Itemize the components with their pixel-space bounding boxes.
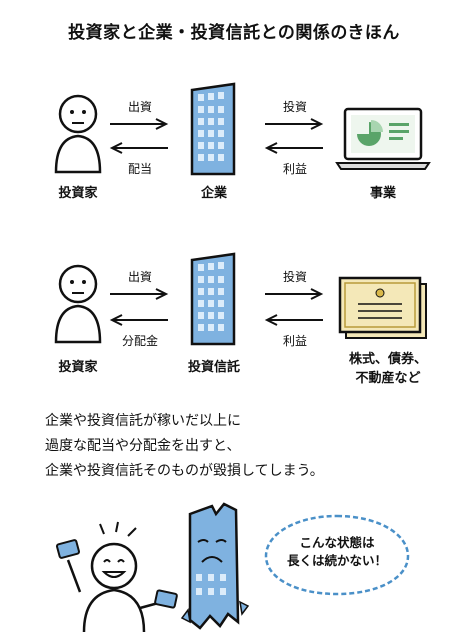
assets-label-line2: 不動産など bbox=[355, 371, 421, 386]
investor-person-icon bbox=[54, 94, 102, 174]
assets-label-line1: 株式、債券、 bbox=[348, 352, 427, 367]
laptop-chart-icon bbox=[335, 107, 431, 170]
arrow-left-icon bbox=[264, 142, 323, 154]
company-label: 企業 bbox=[200, 186, 227, 201]
business-label: 事業 bbox=[369, 186, 396, 201]
bubble-line1: こんな状態は bbox=[299, 535, 375, 550]
speech-bubble-icon bbox=[264, 514, 410, 596]
arrow-right-icon bbox=[110, 118, 169, 130]
crumbling-building-icon bbox=[180, 502, 250, 630]
invest2-arrow-label: 投資 bbox=[282, 100, 307, 114]
profit-arrow-label: 利益 bbox=[282, 162, 307, 176]
investor-person-icon bbox=[54, 264, 102, 344]
distribution-arrow-label: 分配金 bbox=[121, 334, 158, 348]
arrow-left-icon bbox=[109, 142, 168, 154]
arrow-right-icon bbox=[265, 118, 324, 130]
page-title: 投資家と企業・投資信託との関係のきほん bbox=[68, 23, 400, 43]
invest-arrow-label: 出資 bbox=[127, 270, 152, 284]
arrow-right-icon bbox=[265, 288, 324, 300]
explanation-line1: 企業や投資信託が稼いだ以上に bbox=[45, 413, 241, 429]
fund-building-icon bbox=[190, 252, 236, 346]
speech-bubble-text: こんな状態は 長くは続かない！ bbox=[277, 534, 397, 570]
happy-investor-icon bbox=[55, 521, 178, 633]
investor-label: 投資家 bbox=[58, 186, 98, 201]
certificate-icon bbox=[338, 276, 427, 339]
fund-label: 投資信託 bbox=[187, 360, 240, 375]
invest-arrow-label: 出資 bbox=[127, 100, 152, 114]
arrow-left-icon bbox=[264, 314, 323, 326]
explanation-line3: 企業や投資信託そのものが毀損してしまう。 bbox=[45, 463, 324, 479]
arrow-left-icon bbox=[109, 314, 168, 326]
company-building-icon bbox=[190, 82, 236, 176]
explanation-line2: 過度な配当や分配金を出すと、 bbox=[45, 438, 241, 454]
investor-label: 投資家 bbox=[58, 360, 98, 375]
invest2-arrow-label: 投資 bbox=[282, 270, 307, 284]
bubble-line2: 長くは続かない！ bbox=[286, 553, 387, 568]
profit-arrow-label: 利益 bbox=[282, 334, 307, 348]
dividend-arrow-label: 配当 bbox=[127, 162, 152, 176]
assets-label: 株式、債券、 不動産など bbox=[328, 350, 448, 388]
arrow-right-icon bbox=[110, 288, 169, 300]
explanation-text: 企業や投資信託が稼いだ以上に 過度な配当や分配金を出すと、 企業や投資信託そのも… bbox=[45, 409, 445, 484]
